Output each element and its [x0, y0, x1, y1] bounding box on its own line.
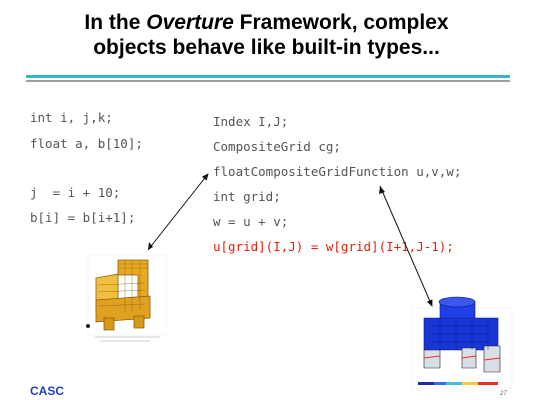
title-italic-text: Overture: [146, 11, 234, 34]
title-rule-teal: [26, 75, 510, 78]
yellow-grid-image: [86, 254, 167, 342]
title-text: In the: [84, 11, 147, 34]
slide-title: In the Overture Framework, complex objec…: [0, 10, 533, 60]
page-number: 27: [500, 391, 507, 397]
right-code-line: w = u + v;: [213, 214, 289, 229]
left-code-line: int i, j,k;: [30, 110, 113, 125]
title-line-2: objects behave like built-in types...: [93, 36, 440, 59]
right-code-line-highlight: u[grid](I,J) = w[grid](I+1,J-1);: [213, 239, 454, 254]
left-code-line: b[i] = b[i+1];: [30, 210, 136, 225]
left-code-line: float a, b[10];: [30, 136, 143, 151]
right-code-line: Index I,J;: [213, 114, 289, 129]
arrow-line: [379, 185, 433, 307]
title-line-1: In the Overture Framework, complex: [0, 10, 533, 35]
footer-brand: CASC: [30, 384, 65, 398]
title-text: Framework, complex: [233, 11, 449, 34]
title-rule-gray: [26, 80, 510, 82]
left-code-line: j = i + 10;: [30, 185, 121, 200]
arrow-line: [147, 173, 209, 251]
right-code-line: int grid;: [213, 189, 281, 204]
blue-grid-image: [411, 296, 513, 389]
right-code-line: floatCompositeGridFunction u,v,w;: [213, 164, 462, 179]
right-code-line: CompositeGrid cg;: [213, 139, 341, 154]
